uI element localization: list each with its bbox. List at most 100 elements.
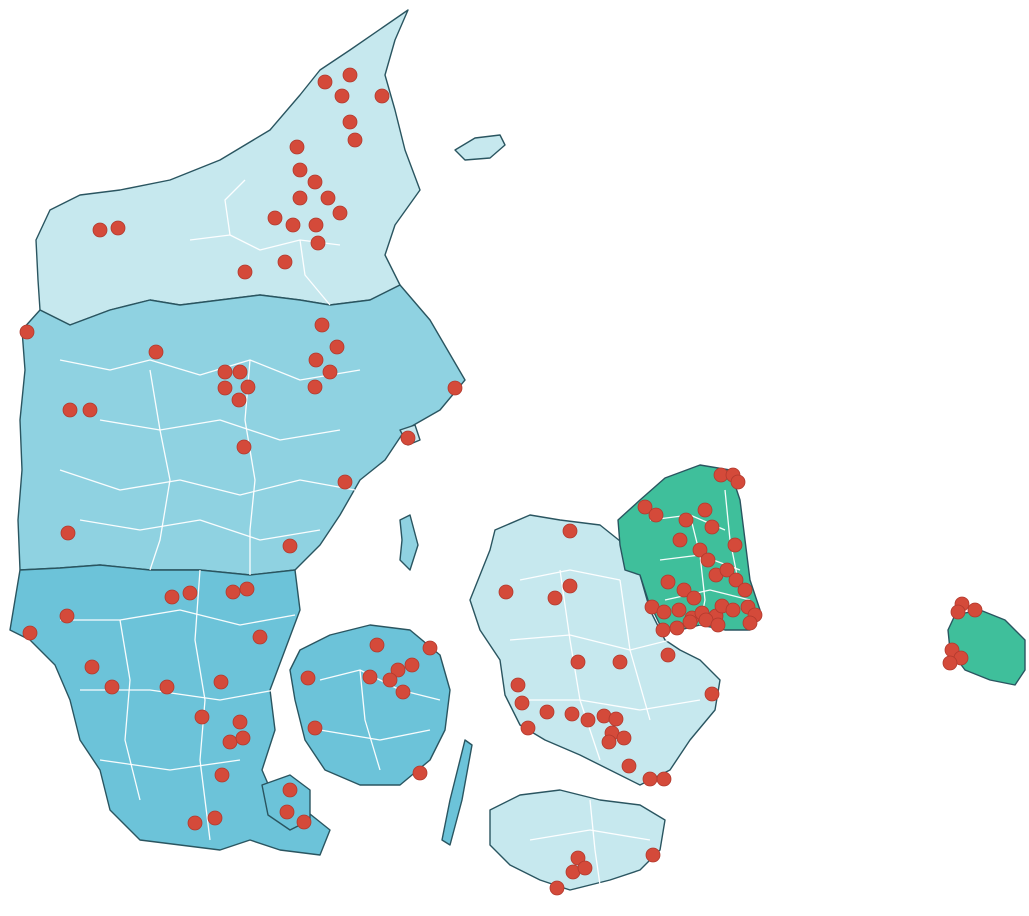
location-marker — [671, 602, 687, 618]
location-marker — [213, 674, 229, 690]
location-marker — [737, 582, 753, 598]
location-marker — [225, 584, 241, 600]
location-marker — [22, 625, 38, 641]
island-samso — [399, 514, 419, 571]
location-marker — [235, 730, 251, 746]
location-marker — [390, 662, 406, 678]
location-marker — [300, 670, 316, 686]
location-marker — [704, 519, 720, 535]
location-marker — [148, 344, 164, 360]
location-marker — [322, 364, 338, 380]
location-marker — [239, 581, 255, 597]
location-marker — [320, 190, 336, 206]
location-marker — [498, 584, 514, 600]
location-marker — [59, 608, 75, 624]
region-south-jutland — [9, 564, 331, 856]
location-marker — [232, 364, 248, 380]
location-marker — [342, 114, 358, 130]
location-marker — [308, 217, 324, 233]
location-marker — [612, 654, 628, 670]
location-marker — [422, 640, 438, 656]
location-marker — [19, 324, 35, 340]
location-marker — [187, 815, 203, 831]
location-marker — [950, 604, 966, 620]
municipality-borders — [59, 179, 751, 886]
location-marker — [580, 712, 596, 728]
location-marker — [110, 220, 126, 236]
location-marker — [317, 74, 333, 90]
location-marker — [678, 512, 694, 528]
island-laeso — [454, 134, 506, 161]
location-marker — [282, 538, 298, 554]
location-marker — [669, 620, 685, 636]
location-marker — [697, 502, 713, 518]
location-marker — [282, 782, 298, 798]
location-marker — [660, 574, 676, 590]
location-marker — [369, 637, 385, 653]
location-marker — [648, 507, 664, 523]
location-marker — [279, 804, 295, 820]
location-marker — [942, 655, 958, 671]
region-mid-jutland — [17, 284, 466, 576]
location-marker — [704, 686, 720, 702]
location-marker — [292, 162, 308, 178]
location-marker — [404, 657, 420, 673]
location-marker — [547, 590, 563, 606]
region-bornholm — [947, 609, 1026, 686]
location-marker — [514, 695, 530, 711]
location-marker — [307, 720, 323, 736]
location-marker — [289, 139, 305, 155]
location-marker — [447, 380, 463, 396]
location-marker — [217, 380, 233, 396]
location-marker — [194, 709, 210, 725]
location-marker — [267, 210, 283, 226]
location-marker — [310, 235, 326, 251]
location-marker — [719, 562, 735, 578]
location-marker — [637, 499, 653, 515]
location-marker — [307, 379, 323, 395]
location-marker — [725, 602, 741, 618]
location-markers — [19, 67, 983, 896]
location-marker — [159, 679, 175, 695]
location-marker — [222, 734, 238, 750]
location-marker — [337, 474, 353, 490]
location-marker — [601, 734, 617, 750]
location-marker — [700, 552, 716, 568]
location-marker — [362, 669, 378, 685]
location-marker — [236, 439, 252, 455]
location-marker — [307, 174, 323, 190]
location-marker — [329, 339, 345, 355]
location-marker — [60, 525, 76, 541]
location-marker — [730, 474, 746, 490]
location-marker — [217, 364, 233, 380]
location-marker — [549, 880, 565, 896]
region-north-jutland — [35, 9, 421, 326]
location-marker — [164, 589, 180, 605]
location-marker — [645, 847, 661, 863]
location-marker — [682, 614, 698, 630]
location-marker — [656, 604, 672, 620]
location-marker — [520, 720, 536, 736]
location-marker — [727, 537, 743, 553]
location-marker — [692, 542, 708, 558]
location-marker — [577, 860, 593, 876]
location-marker — [214, 767, 230, 783]
location-marker — [240, 379, 256, 395]
location-marker — [231, 392, 247, 408]
location-marker — [412, 765, 428, 781]
island-langeland — [441, 739, 473, 846]
location-marker — [374, 88, 390, 104]
location-marker — [655, 622, 671, 638]
location-marker — [672, 532, 688, 548]
location-marker — [382, 672, 398, 688]
location-marker — [296, 814, 312, 830]
location-marker — [686, 590, 702, 606]
location-marker — [608, 711, 624, 727]
location-marker — [660, 647, 676, 663]
location-marker — [676, 582, 692, 598]
location-marker — [539, 704, 555, 720]
location-marker — [342, 67, 358, 83]
location-marker — [314, 317, 330, 333]
location-marker — [182, 585, 198, 601]
